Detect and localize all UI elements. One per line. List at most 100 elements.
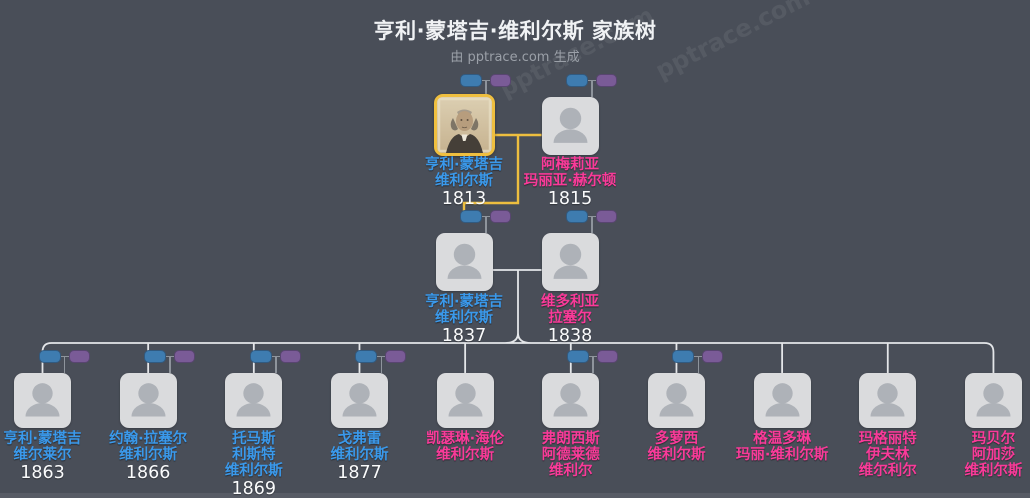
person-birth-year: 1863: [20, 463, 65, 483]
person-name: 格温多琳玛丽·维利尔斯: [717, 431, 847, 463]
person-name-line: 维利尔斯: [964, 463, 1023, 479]
person-card[interactable]: [14, 373, 71, 428]
person-name-line: 凯瑟琳·海伦: [426, 431, 505, 447]
person-birth-year: 1866: [125, 463, 171, 483]
page-title: 亨利·蒙塔吉·维利尔斯 家族树: [373, 19, 657, 43]
person-name: 玛贝尔阿加莎维利尔斯: [928, 431, 1030, 479]
mother-pill[interactable]: [68, 350, 90, 363]
person-card[interactable]: [541, 233, 599, 291]
mother-pill[interactable]: [596, 210, 617, 223]
person-name-line: 维尔莱尔: [13, 447, 72, 463]
person-name-line: 利斯特: [232, 447, 276, 463]
person-name-line: 拉塞尔: [548, 310, 592, 326]
avatar-icon: [553, 243, 587, 279]
person-name-line: 维尔利尔: [858, 463, 917, 479]
mother-pill[interactable]: [490, 74, 511, 87]
person-card[interactable]: [647, 373, 705, 428]
pill-connector: [588, 355, 597, 358]
person-name: 弗朗西斯阿德莱德维利尔: [506, 431, 636, 479]
person-card[interactable]: [435, 233, 493, 291]
avatar-icon: [236, 383, 271, 417]
mother-pill[interactable]: [596, 74, 617, 87]
person-card[interactable]: [225, 373, 283, 428]
person-card[interactable]: [433, 94, 495, 156]
person-card[interactable]: [436, 373, 494, 428]
person-name: 凯瑟琳·海伦维利尔斯: [400, 431, 530, 463]
mother-pill[interactable]: [279, 350, 301, 363]
pill-connector: [694, 355, 703, 358]
person-name-line: 亨利·蒙塔吉: [3, 431, 82, 447]
pill-connector: [588, 79, 596, 82]
person-name-line: 托马斯: [232, 431, 276, 447]
person-name-line: 维利尔斯: [224, 463, 283, 479]
father-pill[interactable]: [672, 350, 695, 363]
mother-pill[interactable]: [702, 350, 724, 363]
pill-descender: [592, 356, 594, 373]
father-pill[interactable]: [566, 74, 588, 87]
avatar-icon: [765, 383, 800, 417]
pill-descender: [63, 356, 66, 373]
father-pill[interactable]: [460, 74, 482, 87]
person-card[interactable]: [119, 373, 177, 428]
person-name-line: 亨利·蒙塔吉: [424, 294, 503, 310]
pill-connector: [166, 355, 175, 358]
pill-descender: [591, 216, 593, 233]
avatar-icon: [448, 383, 483, 417]
avatar-icon: [976, 383, 1011, 417]
father-pill[interactable]: [144, 350, 167, 363]
person-name: 亨利·蒙塔吉维利尔斯: [399, 157, 529, 189]
person-name: 戈弗雷维利尔斯: [294, 431, 424, 463]
person-name-line: 戈弗雷: [337, 431, 382, 447]
person-name-line: 玛格丽特: [858, 431, 917, 447]
person-name-line: 格温多琳: [753, 431, 812, 447]
person-name-line: 维利尔斯: [435, 173, 493, 189]
person-name-line: 阿梅莉亚: [541, 157, 599, 173]
person-card[interactable]: [859, 373, 917, 428]
pill-connector: [588, 215, 596, 218]
person-name-line: 维多利亚: [541, 294, 599, 310]
person-birth-year: 1813: [441, 189, 487, 209]
person-card[interactable]: [753, 373, 811, 428]
father-pill[interactable]: [355, 350, 378, 363]
person-name: 亨利·蒙塔吉维尔莱尔: [0, 431, 108, 463]
pill-descender: [275, 356, 277, 373]
person-card[interactable]: [330, 373, 388, 428]
page-subtitle: 由 pptrace.com 生成: [450, 50, 580, 65]
person-name-line: 弗朗西斯: [541, 431, 600, 447]
person-name-line: 玛丽·维利尔斯: [735, 447, 829, 463]
mother-pill[interactable]: [490, 210, 511, 223]
pill-descender: [697, 356, 700, 373]
mother-pill[interactable]: [385, 350, 407, 363]
person-birth-year: 1877: [337, 463, 382, 483]
pill-descender: [485, 80, 487, 97]
father-pill[interactable]: [566, 350, 589, 363]
person-name: 玛格丽特伊夫林维尔利尔: [823, 431, 953, 479]
person-name-line: 玛贝尔: [971, 431, 1016, 447]
person-card[interactable]: [964, 373, 1022, 428]
mother-pill[interactable]: [174, 350, 196, 363]
person-name-line: 维利尔斯: [119, 447, 178, 463]
person-name-line: 阿加莎: [971, 447, 1016, 463]
person-name-line: 维利尔: [549, 463, 593, 479]
mother-pill[interactable]: [596, 350, 618, 363]
father-pill[interactable]: [566, 210, 588, 223]
person-name-line: 伊夫林: [866, 447, 910, 463]
father-pill[interactable]: [460, 210, 482, 223]
pill-descender: [380, 356, 383, 373]
person-name: 亨利·蒙塔吉维利尔斯: [399, 294, 529, 326]
person-card[interactable]: [542, 373, 600, 428]
person-name-line: 维利尔斯: [435, 310, 493, 326]
person-name-line: 阿德莱德: [541, 447, 600, 463]
avatar-icon: [131, 383, 166, 417]
avatar-icon: [553, 383, 588, 417]
father-pill[interactable]: [249, 350, 272, 363]
pill-descender: [591, 80, 593, 97]
person-name-line: 维利尔斯: [330, 447, 389, 463]
avatar-icon: [342, 383, 377, 417]
pill-connector: [271, 355, 280, 358]
avatar-icon: [553, 107, 587, 143]
person-birth-year: 1838: [547, 326, 593, 346]
father-pill[interactable]: [38, 350, 61, 363]
person-card[interactable]: [541, 97, 599, 155]
person-name: 维多利亚拉塞尔: [505, 294, 635, 326]
